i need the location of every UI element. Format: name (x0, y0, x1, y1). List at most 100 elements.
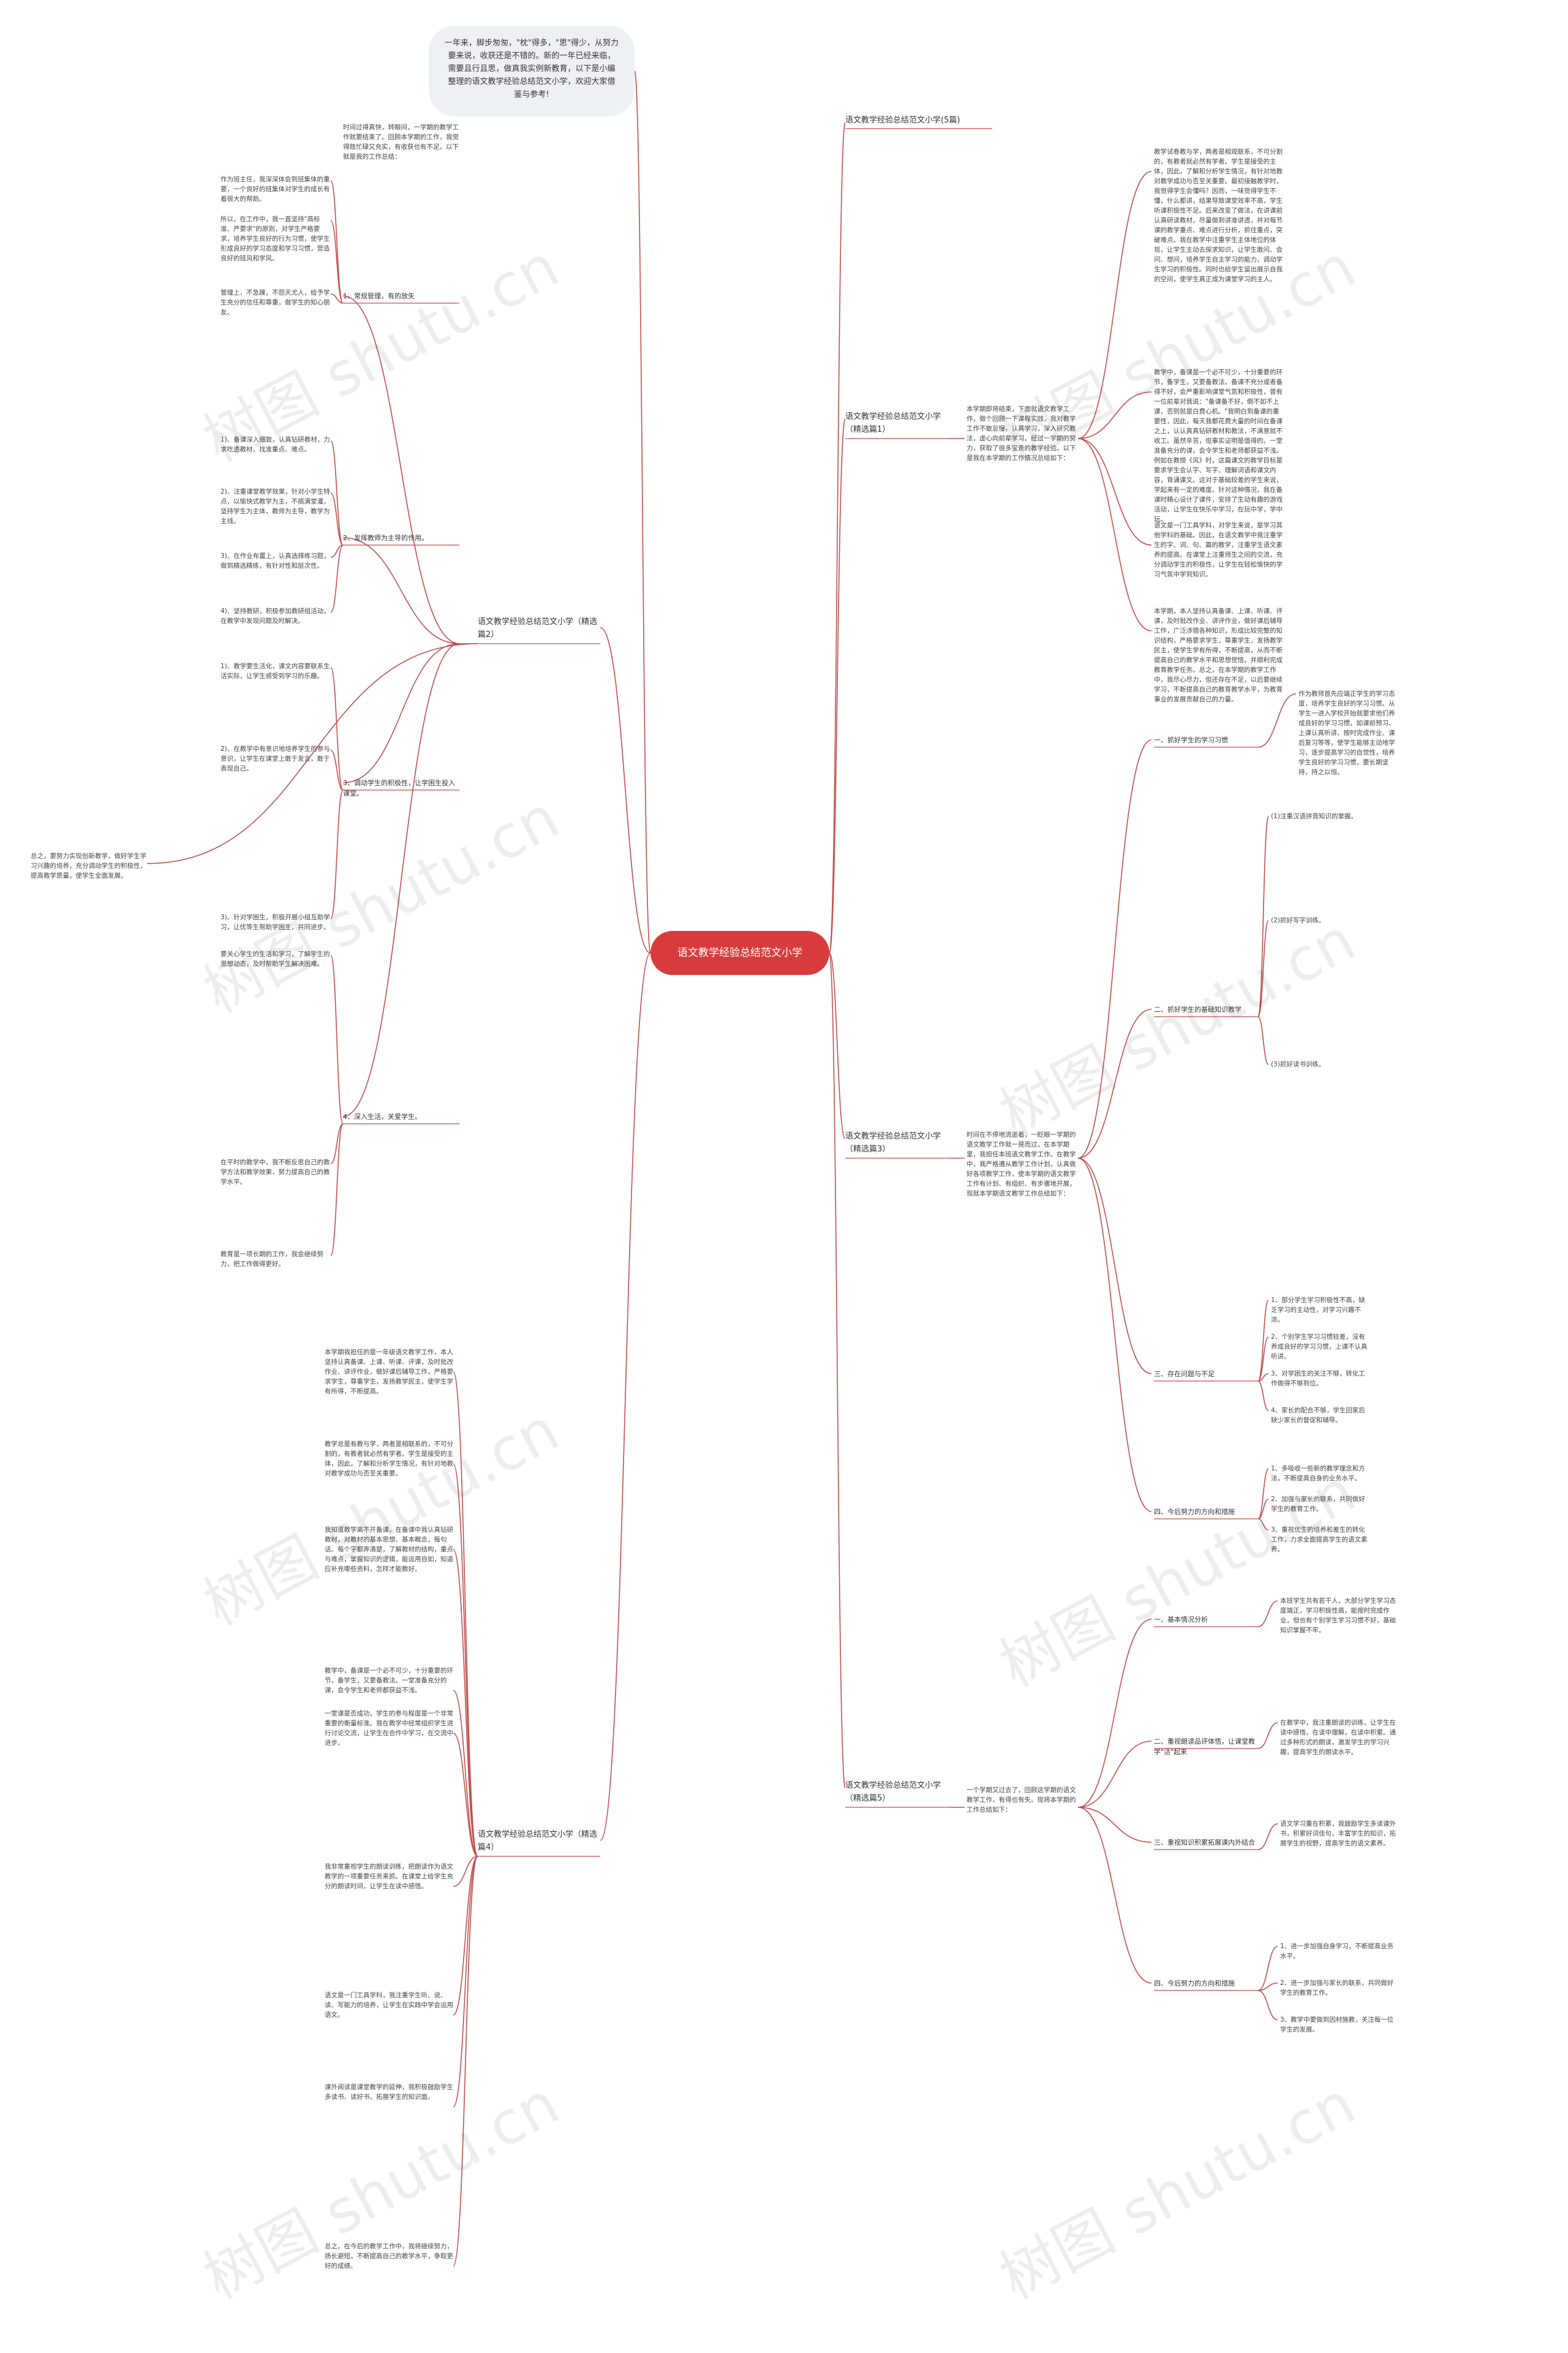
connector-line (453, 1690, 478, 1857)
connector-line (634, 70, 651, 954)
branch2-item: 在平时的教学中，我不断反思自己的教学方法和教学效果，努力提高自己的教学水平。 (221, 1159, 330, 1186)
connector-line (330, 220, 344, 304)
connector-line (330, 955, 344, 1124)
branch3-sub[interactable]: 四、今后努力的方向和措施 (1154, 1508, 1235, 1516)
connector-line (600, 627, 651, 954)
branch3-sub[interactable]: 三、存在问题与不足 (1154, 1370, 1215, 1378)
branch3-sub[interactable]: 二、抓好学生的基础知识教学 (1154, 1006, 1242, 1014)
connector-line (829, 122, 846, 954)
connector-line (1077, 1619, 1152, 1808)
branch1-para: 教学中，备课是一个必不可少，十分重要的环节，备学生，又要备教法。备课不充分或者备… (1154, 369, 1283, 523)
branch-right-3[interactable]: 语文教学经验总结范文小学（精选篇5） (845, 1781, 941, 1803)
connector-line (1257, 1990, 1278, 2020)
connector-line (453, 1463, 478, 1857)
connector-line (342, 643, 460, 783)
connector-line (1257, 1946, 1278, 1991)
connector-line (453, 1856, 478, 2016)
branch3-item: 3、重视优生的培养和差生的转化工作，力求全面提高学生的语文素养。 (1271, 1526, 1368, 1553)
connector-line (330, 293, 344, 304)
branch2-item: 1)、教学要生活化，课文内容要联系生活实际，让学生感受到学习的乐趣。 (221, 663, 330, 680)
connector-line (1257, 1823, 1278, 1850)
branch4-para: 语文是一门工具学科，我注重学生听、说、读、写能力的培养，让学生在实践中学会运用语… (325, 1992, 453, 2019)
branch2-item: 要关心学生的生活和学习，了解学生的思想动态，及时帮助学生解决困难。 (221, 951, 330, 968)
connector-line (1077, 1158, 1152, 1512)
branch2-sub[interactable]: 3、调动学生的积极性，让学困生投入课堂。 (343, 779, 455, 797)
connector-line (829, 952, 846, 1139)
connector-line (1257, 816, 1269, 1017)
connector-line (1257, 1373, 1269, 1382)
connector-line (829, 418, 846, 954)
connector-line (1257, 1982, 1278, 1991)
connector-line (330, 750, 344, 791)
connector-line (330, 789, 344, 919)
branch3-item: (2)抓好写字训练。 (1271, 917, 1325, 924)
branch1-para: 本学期，本人坚持认真备课、上课、听课、评课，及时批改作业、讲评作业，做好课后辅导… (1154, 608, 1283, 703)
branch1-para: 教学试卷教与学，两者是相观联系，不可分割的，有教者就必然有学者。学生是接受的主体… (1154, 148, 1283, 283)
connector-line (1077, 1741, 1152, 1808)
branch2-item: 作为班主任，我深深体会到班集体的重要，一个良好的班集体对学生的成长有着很大的帮助… (221, 176, 330, 203)
root-topic[interactable]: 语文教学经验总结范文小学 (650, 931, 829, 975)
connector-line (1257, 1336, 1269, 1382)
branch-right-0[interactable]: 语文教学经验总结范文小学(5篇) (845, 116, 960, 125)
branch1-lead: 本学期即将结束，下面就语文教学工作，做个回顾一下课程实践，我对教学工作不敢怠慢，… (967, 405, 1076, 462)
branch3-item: 1、部分学生学习积极性不高，缺乏学习的主动性，对学习兴趣不浓。 (1271, 1297, 1365, 1323)
connector-line (600, 952, 651, 1841)
connector-line (1257, 693, 1297, 748)
connector-line (453, 1856, 478, 1887)
branch5-sub[interactable]: 三、重视知识积累拓展课内外结合 (1154, 1839, 1255, 1847)
connector-line (330, 492, 344, 546)
connector-line (1257, 1518, 1269, 1530)
connector-line (1257, 1499, 1269, 1519)
connector-line (453, 1733, 478, 1857)
branch2-conclusion: 总之，要努力实现创新教学，做好学生学习兴趣的培养，充分调动学生的积极性，提高教学… (31, 853, 146, 879)
branch2-sub[interactable]: 4、深入生活，关爱学生。 (343, 1113, 421, 1121)
connector-line (1077, 171, 1152, 439)
branch5-sub[interactable]: 一、基本情况分析 (1154, 1616, 1208, 1624)
connector-line (1077, 1158, 1152, 1374)
branch2-item: 4)、坚持教研，积极参加教研组活动，在教学中发现问题及时解决。 (221, 608, 330, 625)
branch5-item: 2、进一步加强与家长的联系，共同做好学生的教育工作。 (1280, 1979, 1394, 1997)
branch3-item: 作为教师首先应端正学生的学习态度，培养学生良好的学习习惯。从学生一进入学校开始就… (1298, 690, 1395, 776)
connector-line (330, 440, 344, 546)
branch3-sub[interactable]: 一、抓好学生的学习习惯 (1154, 736, 1228, 744)
connector-line (330, 544, 344, 558)
branch3-item: 2、个别学生学习习惯较差，没有养成良好的学习习惯，上课不认真听讲。 (1271, 1333, 1368, 1360)
connector-line (1077, 739, 1152, 1159)
branch5-item: 语文学习重在积累，我鼓励学生多读课外书，积累好词佳句，丰富学生的知识，拓展学生的… (1280, 1820, 1396, 1847)
connector-line (342, 295, 460, 644)
connector-line (330, 544, 344, 613)
connector-line (453, 1549, 478, 1857)
connector-line (146, 643, 478, 864)
branch4-para: 本学期我担任的是一年级语文教学工作，本人坚持认真备课、上课、听课、评课，及时批改… (325, 1349, 453, 1395)
branch4-para: 我知道教学离不开备课，在备课中我认真钻研教材，对教材的基本思想、基本概念，每句话… (325, 1526, 453, 1573)
branch5-item: 本班学生共有若干人，大部分学生学习态度端正，学习积极性高，能按时完成作业，但也有… (1280, 1597, 1396, 1634)
connector-line (829, 952, 846, 1788)
intro-bubble: 一年来，脚步匆匆，"枕"得多，"思"得少，从努力要来说，收获还是不错的。新的一年… (429, 26, 635, 116)
branch2-item: 教育是一项长期的工作，我会继续努力，把工作做得更好。 (221, 1251, 323, 1268)
branch2-item: 1)、备课深入细致，认真钻研教材，力求吃透教材，找准重点、难点。 (221, 436, 330, 453)
branch-right-1[interactable]: 语文教学经验总结范文小学（精选篇1） (845, 412, 941, 434)
connector-line (1257, 1016, 1269, 1065)
branch-left-1[interactable]: 语文教学经验总结范文小学（精选篇4） (478, 1830, 598, 1852)
branch2-sub[interactable]: 2、发挥教师为主导的作用。 (343, 534, 428, 542)
branch3-lead: 时间在不停地流逝着，一眨眼一学期的语文教学工作就一晃而过，在本学期里，我担任本班… (967, 1131, 1076, 1197)
branch5-item: 1、进一步加强自身学习，不断提高业务水平。 (1280, 1943, 1394, 1960)
branch2-sub[interactable]: 1、常规管理，有的放矢 (343, 292, 415, 300)
connector-line (1257, 1300, 1269, 1382)
branch-left-0[interactable]: 语文教学经验总结范文小学（精选篇2） (478, 617, 598, 639)
branch1-para: 语文是一门工具学科，对学生来说，是学习其他学科的基础。因此，在语文教学中我注重学… (1154, 522, 1283, 578)
branch-right-2[interactable]: 语文教学经验总结范文小学（精选篇3） (845, 1132, 941, 1154)
branch5-sub[interactable]: 二、重视朗读品评体悟，让课堂教学"活"起来 (1154, 1737, 1255, 1756)
connector-line (342, 537, 460, 644)
branch5-sub[interactable]: 四、今后努力的方向和措施 (1154, 1979, 1235, 1987)
branch4-para: 总之，在今后的教学工作中，我将继续努力，扬长避短，不断提高自己的教学水平，争取更… (325, 2243, 453, 2270)
branch4-para: 一堂课是否成功，学生的参与程度是一个非常重要的衡量标准。我在教学中经常组织学生进… (325, 1710, 453, 1747)
branch2-item: 所以，在工作中，我一直坚持"高标准、严要求"的原则，对学生严格要求，培养学生良好… (221, 216, 330, 262)
connector-line (1257, 1600, 1278, 1627)
branch2-item: 3)、在作业布置上，认真选择练习题，做到精选精练，有针对性和层次性。 (221, 552, 330, 570)
branch3-item: (3)抓好读书训练。 (1271, 1061, 1325, 1068)
branch2-lead: 时间过得真快，转眼间，一学期的教学工作就要结束了。回顾本学期的工作，我觉得既忙碌… (343, 124, 459, 160)
connector-line (453, 1371, 478, 1857)
connector-line (453, 1856, 478, 2107)
